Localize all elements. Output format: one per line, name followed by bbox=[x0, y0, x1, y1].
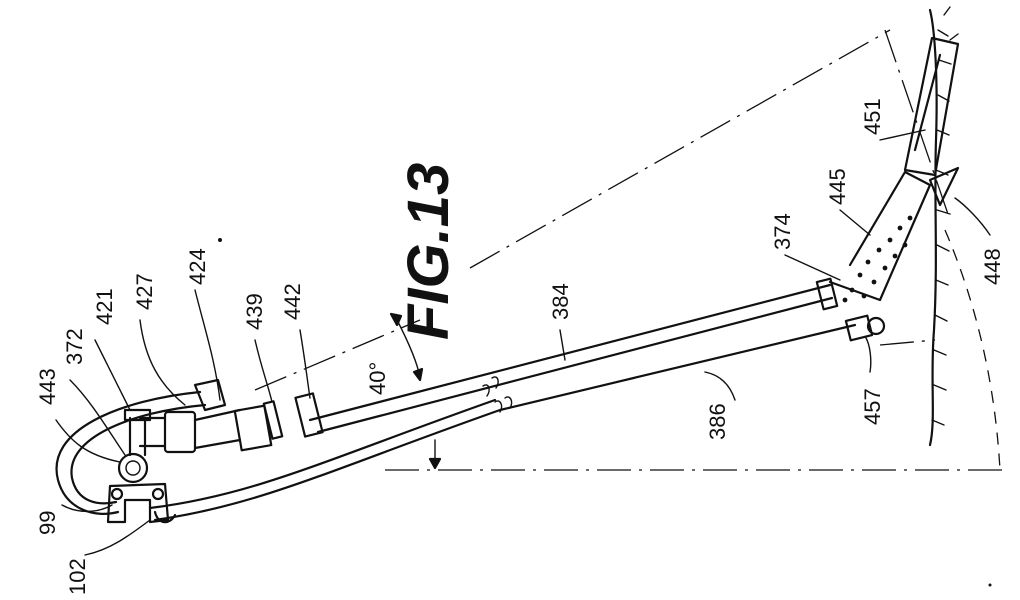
leader-lines bbox=[55, 129, 991, 556]
reference-labels: FIG.13 40° 443 372 421 427 424 439 442 3… bbox=[35, 98, 1005, 595]
coupling-collars bbox=[138, 392, 324, 454]
label-424: 424 bbox=[185, 248, 210, 285]
spray-nozzle-445 bbox=[815, 170, 932, 311]
figure-title: FIG.13 bbox=[396, 163, 461, 340]
label-439: 439 bbox=[242, 293, 267, 330]
label-386: 386 bbox=[705, 403, 730, 440]
lower-strut-386 bbox=[148, 323, 857, 522]
speck bbox=[218, 238, 222, 242]
label-374: 374 bbox=[770, 213, 795, 250]
label-372: 372 bbox=[62, 328, 87, 365]
base-bracket bbox=[106, 482, 177, 524]
speck bbox=[988, 583, 992, 587]
label-448: 448 bbox=[980, 248, 1005, 285]
scraper-blade-451 bbox=[903, 36, 960, 207]
label-451: 451 bbox=[860, 98, 885, 135]
label-99: 99 bbox=[35, 511, 60, 535]
label-457: 457 bbox=[860, 388, 885, 425]
label-421: 421 bbox=[92, 288, 117, 325]
label-445: 445 bbox=[825, 168, 850, 205]
label-102: 102 bbox=[65, 558, 90, 595]
label-442: 442 bbox=[280, 283, 305, 320]
boom-arm-384 bbox=[308, 283, 834, 434]
label-443: 443 bbox=[35, 368, 60, 405]
hose-loop-443 bbox=[55, 378, 227, 515]
end-fitting-457 bbox=[844, 314, 886, 342]
ground-surface bbox=[928, 6, 959, 447]
angle-label: 40° bbox=[365, 362, 390, 395]
label-427: 427 bbox=[132, 273, 157, 310]
label-384: 384 bbox=[548, 283, 573, 320]
angle-indicator bbox=[389, 312, 442, 470]
construction-lines bbox=[254, 29, 1010, 471]
pump-head-372 bbox=[117, 408, 152, 484]
